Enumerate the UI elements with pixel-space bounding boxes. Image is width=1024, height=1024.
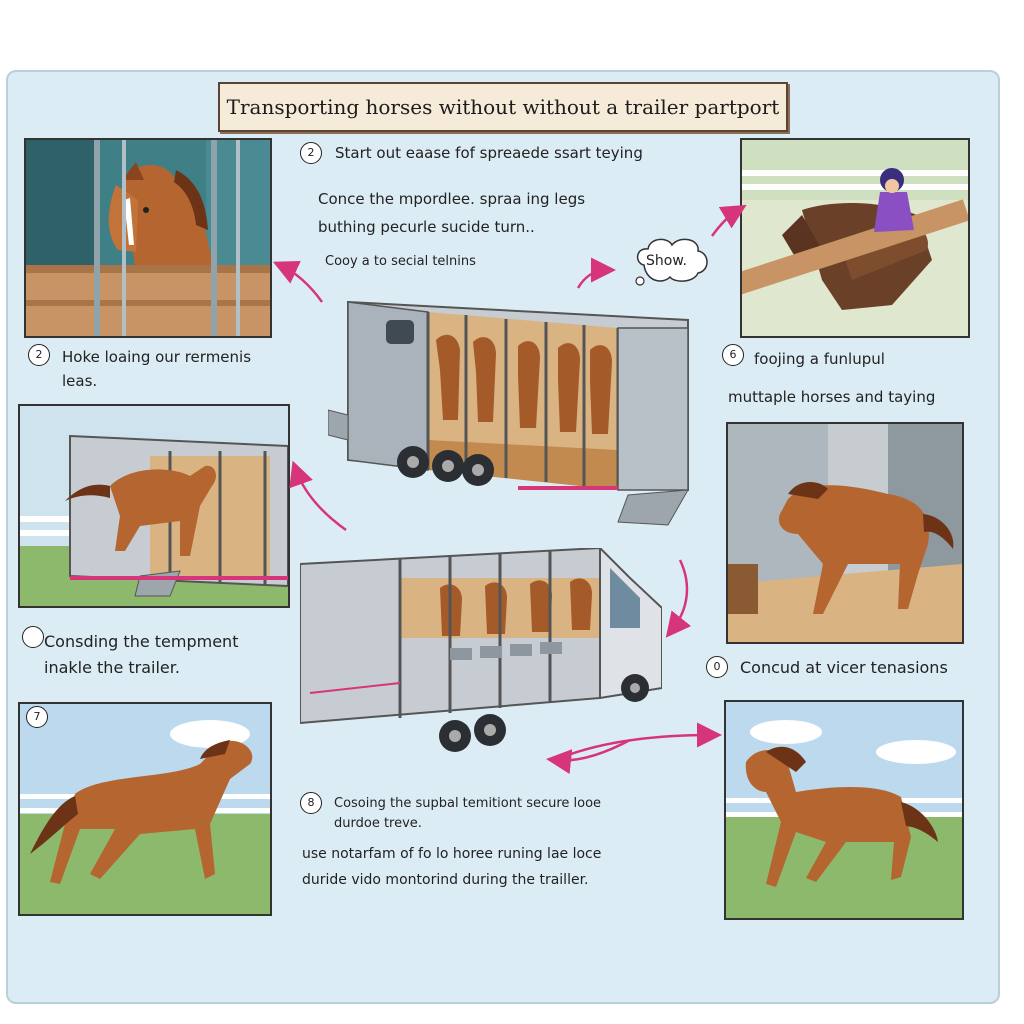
step-number-badge: 0 (706, 656, 728, 678)
rider-illustration (742, 140, 968, 336)
step-text: foojing a funlupul (754, 350, 885, 368)
step-number-badge: 7 (26, 706, 48, 728)
step-number-badge: 6 (722, 344, 744, 366)
step-text: Start out eaase fof spreaede ssart teyin… (335, 144, 643, 162)
panel-horse-on-ramp (726, 422, 964, 644)
step-text: Hoke loaing our rermenis (62, 348, 252, 366)
bullet-text: Cooy a to secial telnins (325, 254, 476, 269)
panel-horse-in-stall (24, 138, 272, 338)
step-text: inakle the trailer. (44, 658, 180, 677)
bubble-text: Show. (646, 253, 687, 269)
bullet-text: buthing pecurle sucide turn.. (318, 218, 535, 236)
speech-bubble: Show. (632, 235, 712, 287)
panel-horse-trotting (18, 702, 272, 916)
bullet-text: duride vido montorind during the traille… (302, 872, 589, 888)
bullet-text: use notarfam of fo lo horee runing lae l… (302, 846, 602, 862)
exit-illustration (20, 406, 288, 606)
panel-horse-galloping (724, 700, 964, 920)
step-number-badge: 2 (300, 142, 322, 164)
step-number-badge: 8 (300, 792, 322, 814)
step-text: Consding the tempment (44, 632, 239, 651)
step-text: Cosoing the supbal temitiont secure looe (334, 796, 602, 811)
panel-rider-on-horse (740, 138, 970, 338)
panel-horse-exiting-trailer (18, 404, 290, 608)
step-text: durdoe treve. (334, 816, 422, 831)
stall-illustration (26, 140, 270, 336)
horse-truck-illustration (299, 545, 663, 758)
page-title: Transporting horses without without a tr… (226, 95, 780, 119)
gallop-illustration (726, 702, 962, 918)
horse-trailer-illustration (327, 290, 698, 530)
title-banner: Transporting horses without without a tr… (218, 82, 788, 132)
ramp-illustration (728, 424, 962, 642)
step-text: muttaple horses and taying (728, 388, 936, 406)
trot-illustration (20, 704, 270, 914)
step-text: leas. (62, 372, 98, 390)
step-number-badge (22, 626, 44, 648)
bullet-text: Conce the mpordlee. spraa ing legs (318, 190, 586, 208)
step-text: Concud at vicer tenasions (740, 658, 948, 677)
step-number-badge: 2 (28, 344, 50, 366)
